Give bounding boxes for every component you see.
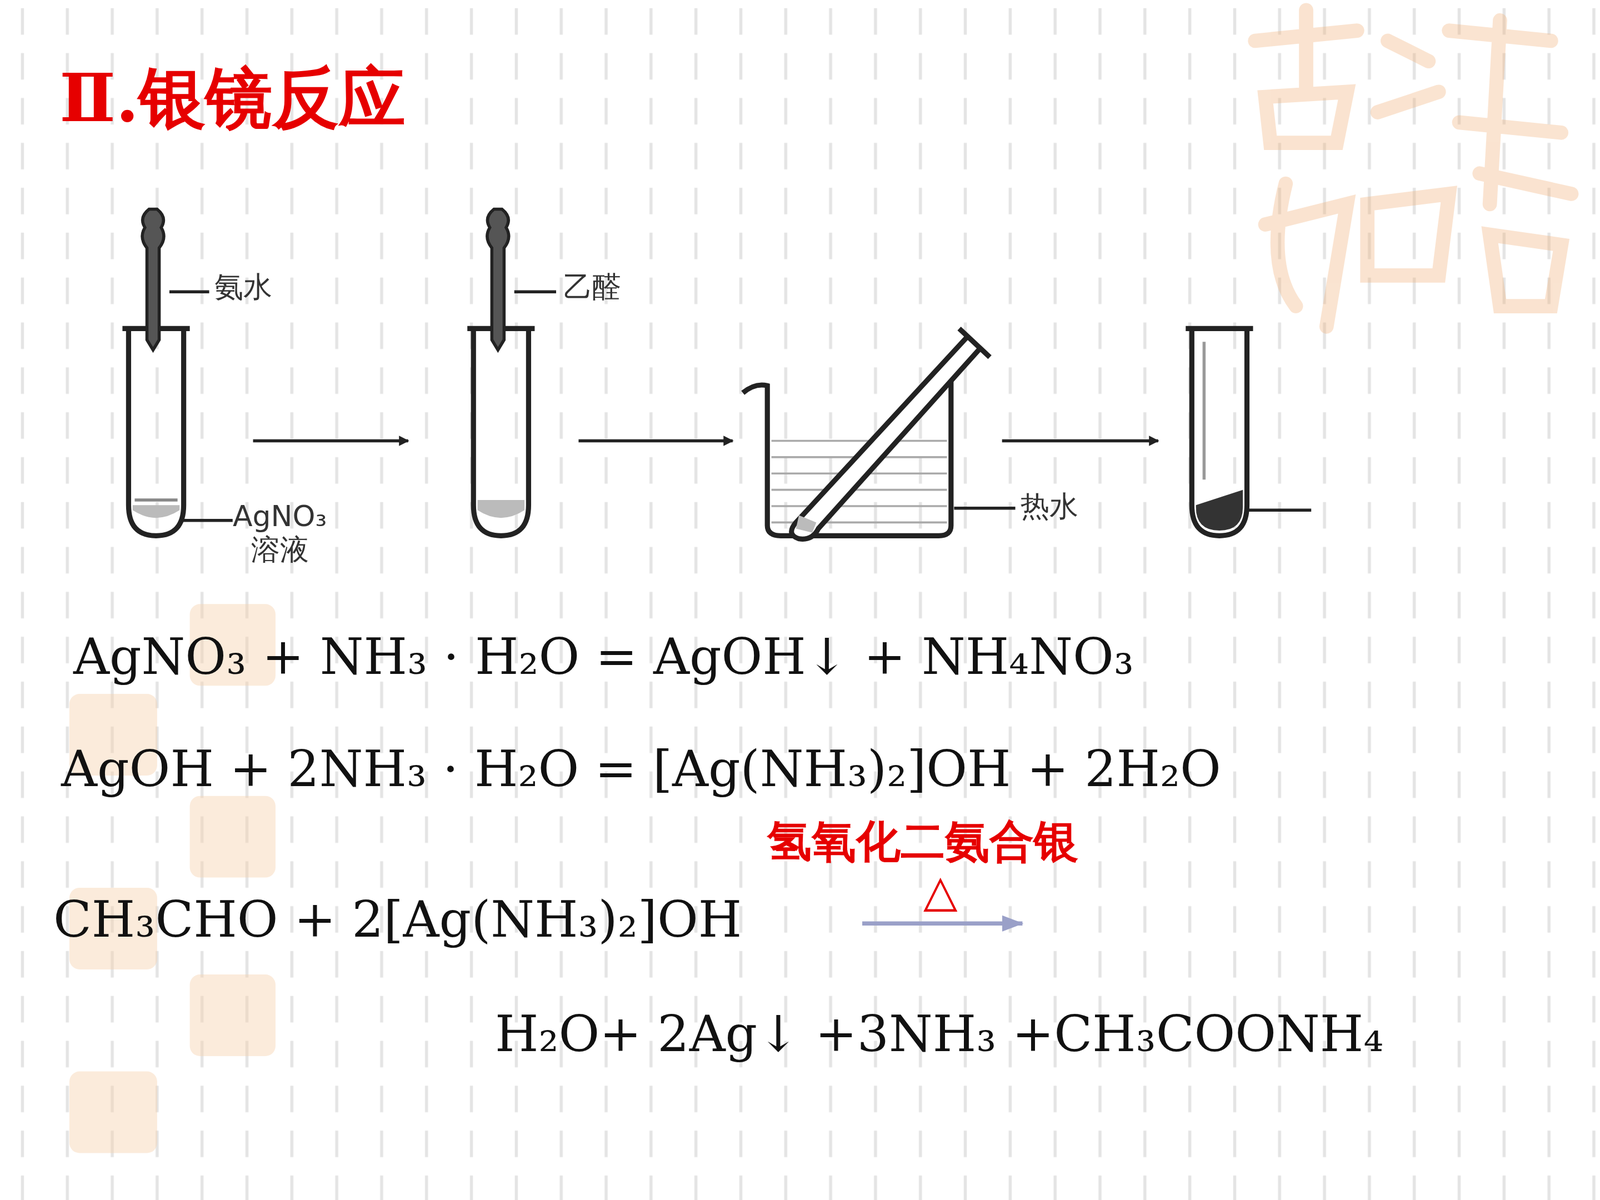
equation: H₂O+ 2Ag↓ +3NH₃ +CH₃COONH₄ xyxy=(495,1005,1384,1063)
watermark xyxy=(1255,10,1572,327)
seal-stamps xyxy=(69,603,276,1153)
part-label: AgNO₃ 溶液 xyxy=(232,500,327,567)
equation: AgOH + 2NH₃ · H₂O = [Ag(NH₃)₂]OH + 2H₂O xyxy=(61,740,1222,798)
part-label: 乙醛 xyxy=(563,270,622,304)
reaction-arrow xyxy=(862,921,1023,926)
part-label: 氨水 xyxy=(214,270,273,304)
apparatus xyxy=(122,209,1312,540)
slide-title: Ⅱ.银镜反应 xyxy=(59,59,406,137)
part-label: 热水 xyxy=(1020,490,1079,524)
equation: CH₃CHO + 2[Ag(NH₃)₂]OH xyxy=(53,890,742,949)
condition-mark: △ xyxy=(923,865,958,917)
equation: AgNO₃ + NH₃ · H₂O = AgOH↓ + NH₄NO₃ xyxy=(73,627,1134,686)
name-note: 氢氧化二氨合银 xyxy=(767,816,1079,868)
